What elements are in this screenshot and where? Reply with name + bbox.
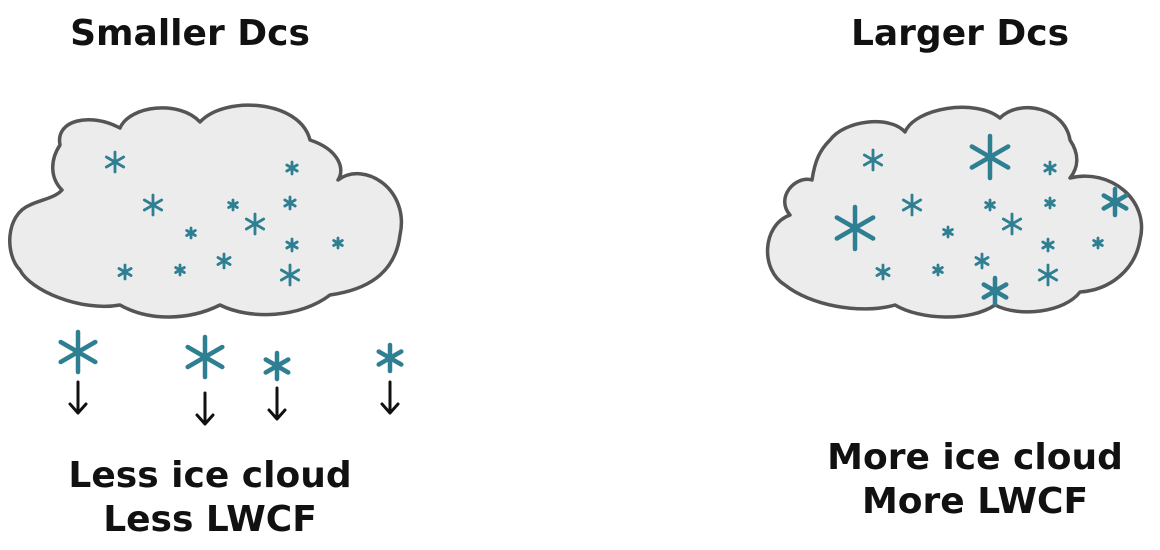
left-caption-line-1: Less ice cloud — [68, 455, 352, 496]
down-arrow-icon — [380, 380, 400, 415]
left-caption: Less ice cloud Less LWCF — [30, 454, 390, 542]
down-arrow-icon — [68, 380, 88, 415]
right-caption-line-1: More ice cloud — [827, 437, 1123, 478]
snowflake-icon — [188, 337, 223, 377]
left-caption-line-2: Less LWCF — [103, 499, 317, 540]
falling-arrows — [68, 380, 400, 426]
snowflake-icon — [61, 332, 96, 372]
right-caption: More ice cloud More LWCF — [790, 436, 1160, 524]
snowflake-icon — [379, 345, 402, 371]
left-cloud-icon — [8, 103, 404, 319]
right-panel-title: Larger Dcs — [850, 13, 1070, 54]
left-panel-title: Smaller Dcs — [70, 13, 310, 54]
down-arrow-icon — [267, 386, 287, 421]
down-arrow-icon — [195, 391, 215, 426]
right-cloud-icon — [765, 105, 1144, 319]
snowflake-icon — [266, 353, 289, 379]
right-caption-line-2: More LWCF — [861, 481, 1089, 522]
